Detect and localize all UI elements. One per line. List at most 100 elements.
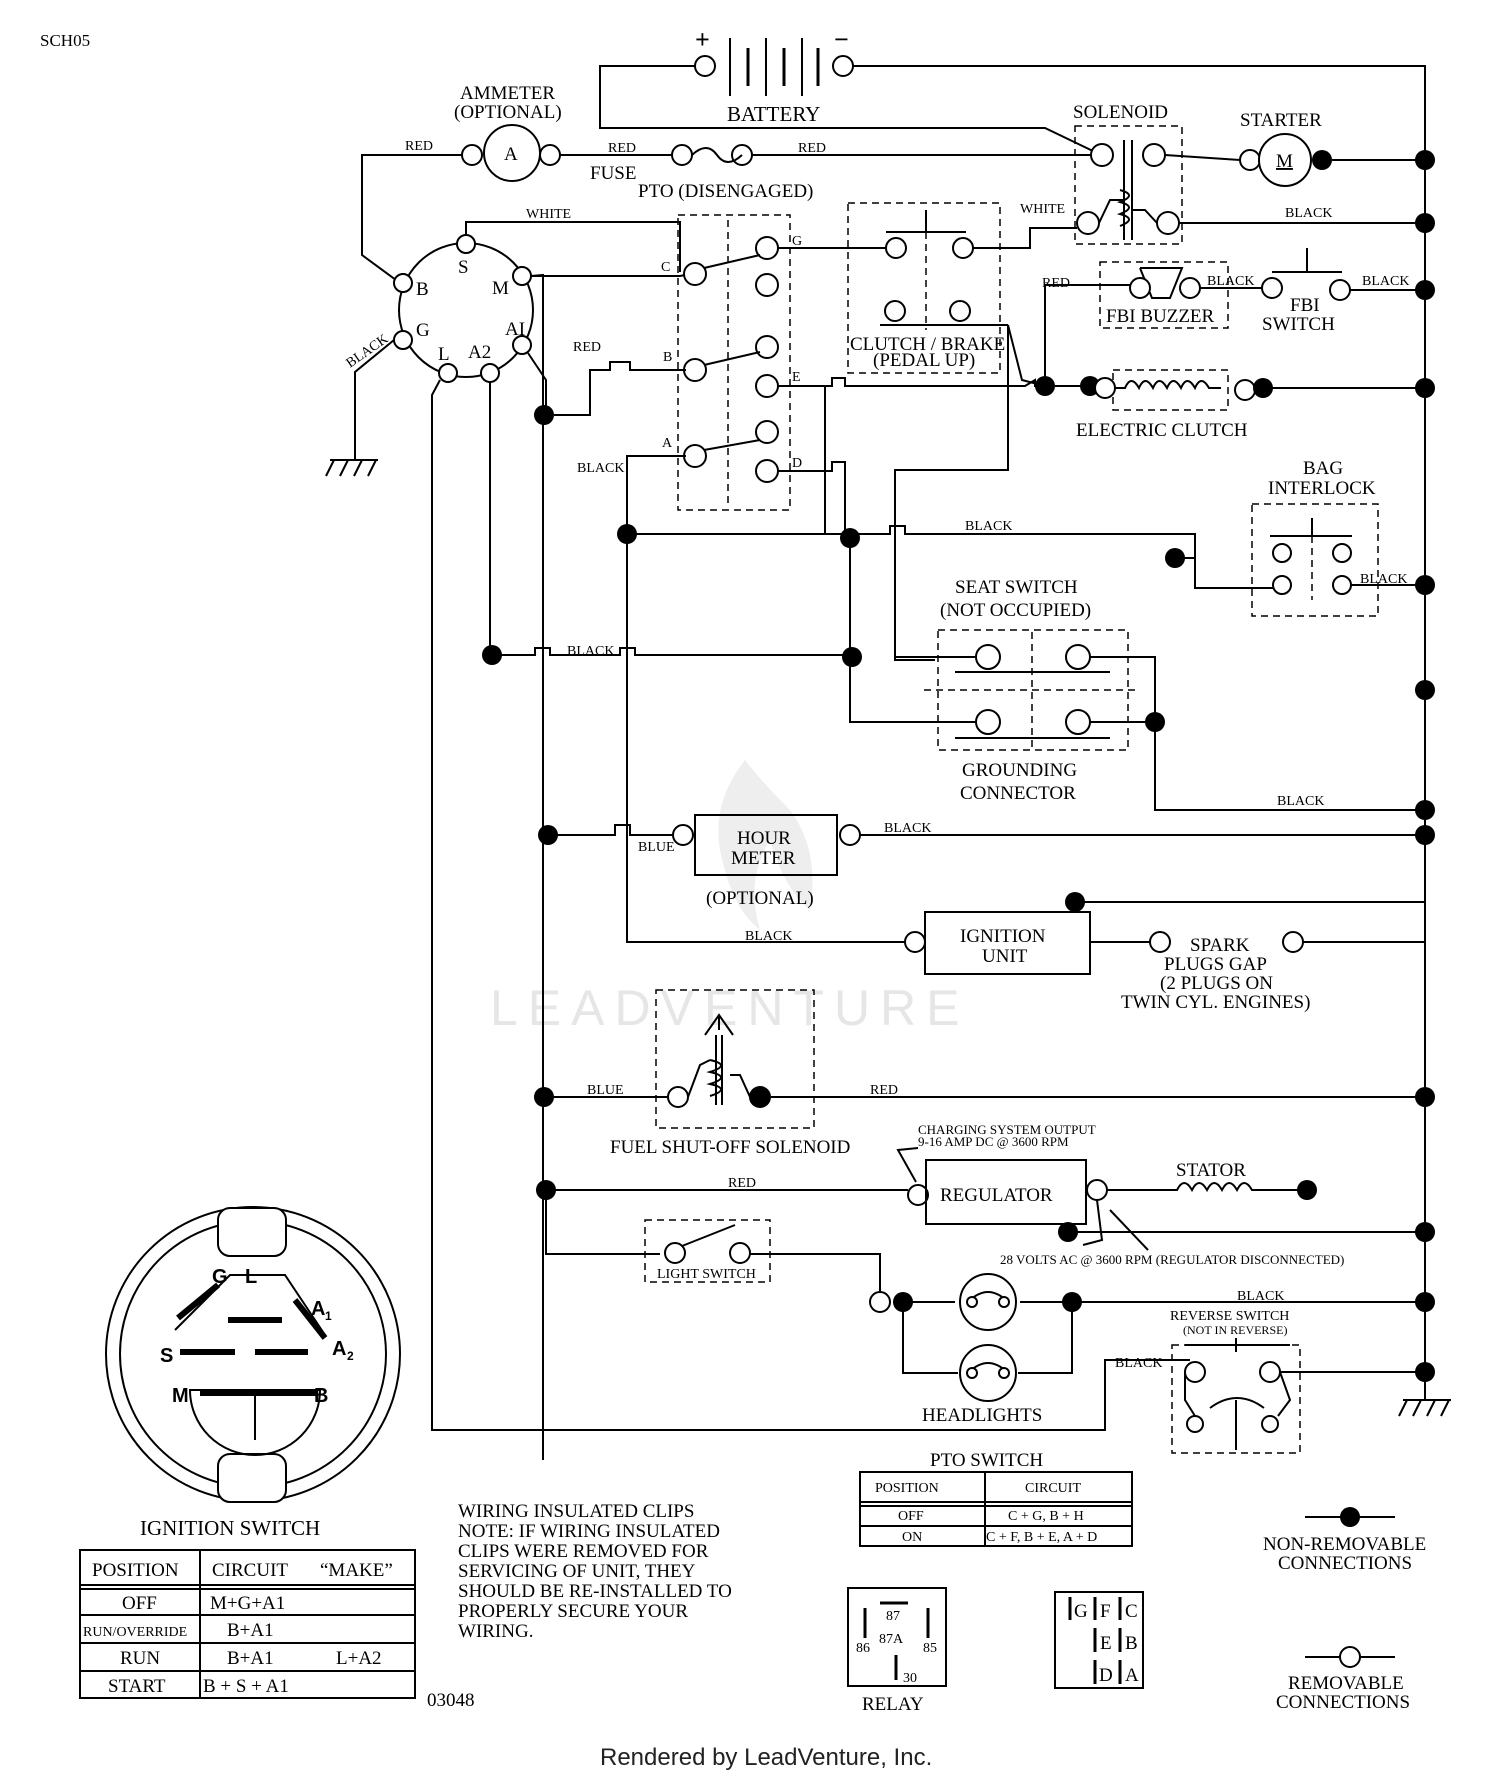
svg-text:C: C <box>661 260 670 275</box>
fuse: FUSE <box>590 144 753 184</box>
diagram-code: SCH05 <box>40 31 90 50</box>
svg-text:METER: METER <box>731 848 796 869</box>
hour-meter: HOUR METER (OPTIONAL) <box>672 814 861 909</box>
svg-text:RUN: RUN <box>120 1648 160 1669</box>
svg-text:BLACK: BLACK <box>1207 274 1254 289</box>
svg-text:BLACK: BLACK <box>1277 794 1324 809</box>
fuel-shutoff-solenoid: FUEL SHUT-OFF SOLENOID <box>610 989 850 1158</box>
stator: STATOR <box>1107 1160 1317 1200</box>
svg-text:BLACK: BLACK <box>1115 1356 1162 1371</box>
svg-text:30: 30 <box>903 1671 917 1686</box>
svg-text:B: B <box>663 350 672 365</box>
pto-pin-diagram: G F C E B D A <box>1054 1591 1144 1689</box>
svg-text:STATOR: STATOR <box>1176 1160 1246 1181</box>
svg-text:86: 86 <box>856 1641 870 1656</box>
svg-text:B+A1: B+A1 <box>227 1620 274 1641</box>
svg-text:L: L <box>438 344 450 365</box>
svg-text:C + F, B + E, A + D: C + F, B + E, A + D <box>986 1530 1097 1545</box>
svg-text:BLACK: BLACK <box>1285 206 1332 221</box>
svg-text:POSITION: POSITION <box>92 1560 179 1581</box>
svg-text:WHITE: WHITE <box>526 207 571 222</box>
relay: 87 87A 86 85 30 RELAY <box>847 1587 947 1715</box>
svg-text:D: D <box>1099 1665 1113 1686</box>
ground-symbol-left <box>325 459 378 477</box>
svg-text:GROUNDING: GROUNDING <box>962 760 1077 781</box>
svg-text:LIGHT SWITCH: LIGHT SWITCH <box>657 1267 756 1282</box>
svg-text:E: E <box>1100 1633 1112 1654</box>
battery: + − BATTERY <box>694 25 854 126</box>
svg-text:L+A2: L+A2 <box>336 1648 382 1669</box>
svg-text:CIRCUIT: CIRCUIT <box>212 1560 288 1581</box>
svg-text:S: S <box>160 1345 173 1367</box>
svg-text:AI: AI <box>505 319 525 340</box>
seat-switch: SEAT SWITCH (NOT OCCUPIED) GROUNDING CON… <box>924 577 1140 804</box>
svg-text:B: B <box>314 1385 328 1407</box>
terminal-m <box>512 266 532 286</box>
headlights: HEADLIGHTS <box>922 1273 1042 1426</box>
svg-text:BLACK: BLACK <box>344 332 391 372</box>
svg-text:CONNECTOR: CONNECTOR <box>960 783 1076 804</box>
svg-text:WIRING INSULATED CLIPS: WIRING INSULATED CLIPS <box>458 1501 694 1522</box>
spark-plugs: SPARK PLUGS GAP (2 PLUGS ON TWIN CYL. EN… <box>1121 931 1310 1013</box>
light-switch: LIGHT SWITCH <box>644 1219 771 1283</box>
svg-text:SWITCH: SWITCH <box>1262 314 1335 335</box>
svg-text:BLUE: BLUE <box>638 840 675 855</box>
svg-text:M: M <box>492 278 509 299</box>
footer-credit: Rendered by LeadVenture, Inc. <box>600 1744 932 1771</box>
svg-text:BLACK: BLACK <box>1360 572 1407 587</box>
doc-number: 03048 <box>427 1690 475 1711</box>
svg-text:87A: 87A <box>879 1632 904 1647</box>
svg-text:M: M <box>1276 151 1293 172</box>
svg-text:BLACK: BLACK <box>745 929 792 944</box>
ignition-table: POSITION CIRCUIT “MAKE” OFF M+G+A1 RUN/O… <box>79 1549 416 1699</box>
svg-text:RED: RED <box>1042 276 1070 291</box>
svg-text:M+G+A1: M+G+A1 <box>210 1593 285 1614</box>
terminal-s <box>456 234 476 254</box>
terminal-g <box>393 330 413 350</box>
svg-text:A2: A2 <box>468 342 491 363</box>
svg-text:1: 1 <box>325 1309 332 1323</box>
svg-text:B + S + A1: B + S + A1 <box>203 1676 289 1697</box>
svg-text:SERVICING OF UNIT, THEY: SERVICING OF UNIT, THEY <box>458 1561 696 1582</box>
svg-text:85: 85 <box>923 1641 937 1656</box>
svg-text:(2 PLUGS ON: (2 PLUGS ON <box>1160 973 1273 994</box>
regulator: REGULATOR CHARGING SYSTEM OUTPUT 9-16 AM… <box>896 1122 1108 1242</box>
watermark: LEADVENTURE <box>490 760 960 1036</box>
svg-text:WHITE: WHITE <box>1020 202 1065 217</box>
svg-text:NOTE: IF WIRING INSULATED: NOTE: IF WIRING INSULATED <box>458 1521 720 1542</box>
svg-text:PROPERLY SECURE YOUR: PROPERLY SECURE YOUR <box>458 1601 688 1622</box>
clutch-brake-switch: CLUTCH / BRAKE (PEDAL UP) <box>847 202 1008 374</box>
ignition-switch-title: IGNITION SWITCH <box>140 1516 320 1540</box>
svg-text:M: M <box>172 1385 189 1407</box>
svg-text:SOLENOID: SOLENOID <box>1073 102 1168 123</box>
svg-text:CONNECTIONS: CONNECTIONS <box>1276 1692 1410 1713</box>
svg-text:WIRING.: WIRING. <box>458 1621 533 1642</box>
svg-text:PLUGS GAP: PLUGS GAP <box>1164 954 1267 975</box>
svg-text:NON-REMOVABLE: NON-REMOVABLE <box>1263 1534 1426 1555</box>
svg-text:C + G, B + H: C + G, B + H <box>1008 1509 1084 1524</box>
svg-text:OFF: OFF <box>122 1593 157 1614</box>
svg-text:A: A <box>311 1298 325 1320</box>
svg-text:A: A <box>504 144 518 165</box>
svg-text:RED: RED <box>870 1083 898 1098</box>
svg-text:AMMETER: AMMETER <box>460 83 555 104</box>
terminal-a1 <box>512 335 532 355</box>
svg-text:G: G <box>212 1266 228 1288</box>
svg-text:FUEL SHUT-OFF SOLENOID: FUEL SHUT-OFF SOLENOID <box>610 1137 850 1158</box>
svg-text:RED: RED <box>405 139 433 154</box>
svg-text:9-16 AMP DC @ 3600 RPM: 9-16 AMP DC @ 3600 RPM <box>918 1134 1069 1149</box>
svg-text:G: G <box>1074 1601 1088 1622</box>
svg-text:“MAKE”: “MAKE” <box>320 1560 393 1581</box>
svg-text:C: C <box>1125 1601 1138 1622</box>
terminal-a2 <box>480 363 500 383</box>
svg-text:BLACK: BLACK <box>567 644 614 659</box>
svg-text:A: A <box>1125 1665 1139 1686</box>
svg-text:BLACK: BLACK <box>1362 274 1409 289</box>
svg-text:POSITION: POSITION <box>875 1481 939 1496</box>
svg-text:RED: RED <box>573 340 601 355</box>
svg-text:BLACK: BLACK <box>884 821 931 836</box>
svg-text:(OPTIONAL): (OPTIONAL) <box>454 102 562 123</box>
pto-table: PTO SWITCH POSITION CIRCUIT OFF C + G, B… <box>859 1450 1133 1547</box>
svg-text:B+A1: B+A1 <box>227 1648 274 1669</box>
svg-text:A: A <box>662 436 673 451</box>
